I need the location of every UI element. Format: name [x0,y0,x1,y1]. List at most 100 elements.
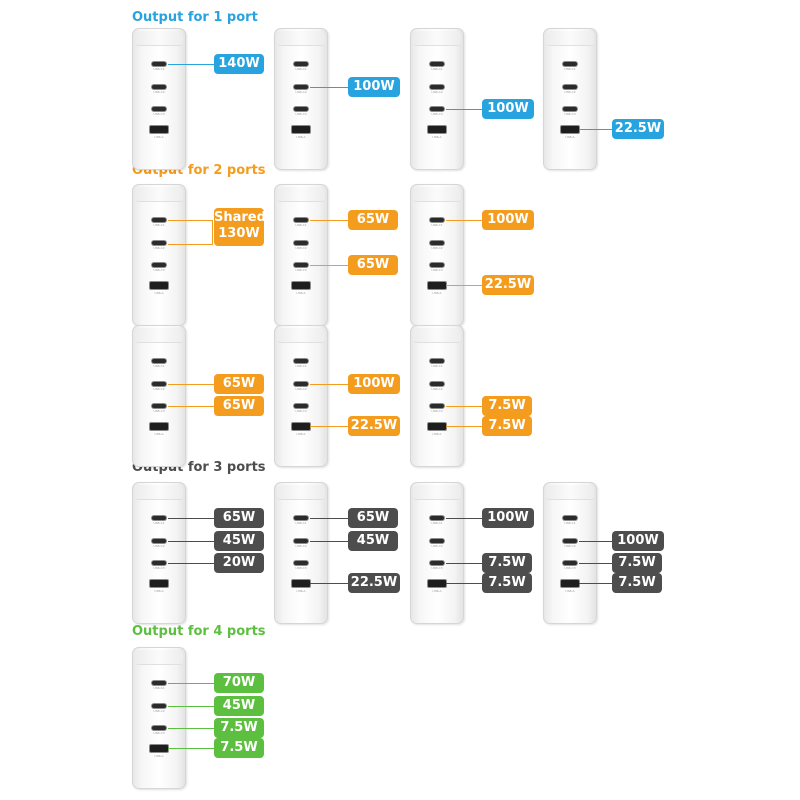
usb-c1-port [430,218,444,222]
usb-a-port [150,282,168,289]
usb-c3-port [430,107,444,111]
usb-c1-port [152,681,166,685]
usb-a-port [292,282,310,289]
usb-c1-port [563,516,577,520]
power-badge-c2: 100W [612,531,664,551]
usb-c3-port [152,404,166,408]
usb-c2-port [152,704,166,708]
usb-a-label: USB-A [154,135,164,139]
usb-a-label: USB-A [432,589,442,593]
usb-c3-label: USB-C3 [295,409,307,413]
usb-c2-port [430,539,444,543]
usb-c2-label: USB-C2 [153,387,165,391]
usb-c1-port [430,62,444,66]
connector-line [310,541,348,542]
connector-line [168,748,214,749]
usb-c2-label: USB-C2 [431,246,443,250]
usb-c1-label: USB-C1 [295,67,307,71]
usb-c1-port [294,516,308,520]
connector-line [446,426,482,427]
usb-c3-port [563,107,577,111]
connector-line [168,384,214,385]
power-badge-c1: 100W [482,508,534,528]
connector-line [310,518,348,519]
usb-a-port [292,126,310,133]
usb-c3-label: USB-C3 [564,566,576,570]
power-badge-c2: 100W [348,77,400,97]
connector-line [310,265,348,266]
usb-a-label: USB-A [432,432,442,436]
usb-c3-port [294,404,308,408]
power-badge-c3: 7.5W [482,553,532,573]
connector-line [168,64,214,65]
usb-a-port [561,580,579,587]
connector-line [168,728,214,729]
usb-c1-label: USB-C1 [295,364,307,368]
usb-c2-label: USB-C2 [295,90,307,94]
charger-cap [413,485,461,500]
usb-c3-port [294,263,308,267]
usb-c2-label: USB-C2 [153,544,165,548]
usb-c3-label: USB-C3 [431,566,443,570]
power-badge-c1: 100W [482,210,534,230]
usb-c2-label: USB-C2 [564,544,576,548]
usb-c3-label: USB-C3 [153,566,165,570]
power-badge-c2: 45W [348,531,398,551]
usb-c2-port [152,241,166,245]
usb-c1-label: USB-C1 [564,67,576,71]
usb-c2-label: USB-C2 [295,544,307,548]
usb-c2-port [294,241,308,245]
charger-cap [135,485,183,500]
usb-c3-label: USB-C3 [564,112,576,116]
usb-c3-label: USB-C3 [431,268,443,272]
power-badge-c1: 65W [214,508,264,528]
section-title-4: Output for 4 ports [132,624,266,639]
charger-cap [135,328,183,343]
connector-line [579,583,612,584]
charger-cap [413,31,461,46]
power-badge-c1: 65W [348,210,398,230]
usb-a-label: USB-A [154,432,164,436]
usb-c3-port [430,561,444,565]
usb-c1-label: USB-C1 [153,521,165,525]
usb-c3-port [294,107,308,111]
power-badge-a: 7.5W [214,738,264,758]
power-badge-c3: 20W [214,553,264,573]
connector-line [579,563,612,564]
power-badge-c2: 45W [214,531,264,551]
usb-c1-label: USB-C1 [295,223,307,227]
usb-c1-label: USB-C1 [153,67,165,71]
connector-line [168,706,214,707]
usb-c3-label: USB-C3 [153,731,165,735]
charger-cap [413,187,461,202]
usb-c2-label: USB-C2 [431,544,443,548]
usb-a-port [150,423,168,430]
charger-cap [277,485,325,500]
usb-c1-label: USB-C1 [431,521,443,525]
usb-c3-label: USB-C3 [153,112,165,116]
usb-c3-label: USB-C3 [431,112,443,116]
usb-c3-label: USB-C3 [431,409,443,413]
power-badge-c1: 140W [214,54,264,74]
usb-c2-port [430,85,444,89]
connector-line [579,129,612,130]
usb-a-port [428,423,446,430]
usb-a-port [428,126,446,133]
power-badge-c1: 65W [348,508,398,528]
power-badge-c3: 7.5W [482,396,532,416]
usb-c1-label: USB-C1 [431,223,443,227]
usb-c1-port [294,218,308,222]
usb-c2-port [152,382,166,386]
usb-c3-port [563,561,577,565]
connector-line [168,406,214,407]
connector-line [310,384,348,385]
connector-line [446,583,482,584]
usb-c1-label: USB-C1 [295,521,307,525]
connector-line [168,518,214,519]
charger-cap [546,485,594,500]
